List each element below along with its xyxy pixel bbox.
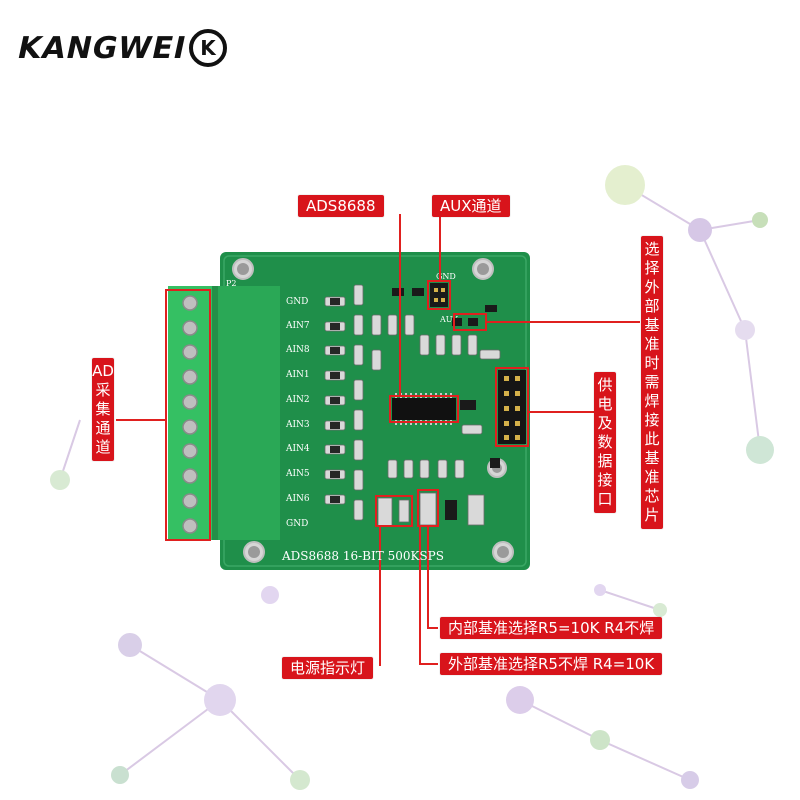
channel-label: GND	[286, 519, 308, 529]
channel-label: AIN3	[285, 420, 310, 430]
callout-ad-acquisition-channel: AD采集通道	[92, 358, 114, 461]
channel-label: GND	[286, 297, 308, 307]
aux-header	[430, 283, 448, 307]
callout-external-reference-chip: 选择外部基准时需焊接此基准芯片	[641, 236, 663, 529]
channel-label: AIN8	[285, 345, 310, 355]
connector-ref: P2	[226, 279, 236, 288]
callout-external-reference-select: 外部基准选择R5不焊 R4=10K	[440, 653, 663, 675]
power-data-header	[498, 370, 526, 444]
pcb-substrate	[220, 252, 530, 570]
channel-label: AIN4	[285, 444, 310, 454]
leader-external-ref-select	[419, 526, 438, 665]
brand-logo: KANGWEI K	[14, 26, 228, 70]
channel-label: AIN6	[285, 494, 310, 504]
mounting-holes	[232, 258, 514, 563]
callout-ads8688: ADS8688	[298, 195, 384, 217]
channel-label: AIN2	[285, 395, 310, 405]
callout-internal-reference-select: 内部基准选择R5=10K R4不焊	[440, 617, 663, 639]
passive-components	[324, 284, 501, 521]
aux-label: AUX	[439, 315, 459, 324]
callout-power-data-interface: 供电及数据接口	[594, 372, 616, 513]
highlight-power-data	[495, 367, 529, 447]
highlight-power-led	[375, 495, 413, 527]
callout-aux-channel: AUX通道	[432, 195, 510, 217]
brand-logo-mark-letter: K	[200, 36, 217, 60]
highlight-ads8688	[389, 395, 459, 423]
board-silkscreen-title: ADS8688 16-BIT 500KSPS	[281, 549, 444, 563]
leader-internal-ref	[427, 526, 438, 629]
brand-logo-mark: K	[188, 29, 227, 67]
channel-label: AIN7	[285, 321, 310, 331]
callout-power-indicator-led: 电源指示灯	[282, 657, 374, 679]
channel-label: AIN1	[285, 370, 310, 380]
terminal-block	[168, 286, 280, 540]
aux-gnd-label: GND	[436, 272, 456, 281]
channel-label: AIN5	[285, 469, 310, 479]
channel-label-group: GND AIN7 AIN8 AIN1 AIN2 AIN3 AIN4 AIN5 A…	[226, 272, 459, 529]
highlight-ad-channels	[165, 289, 211, 541]
